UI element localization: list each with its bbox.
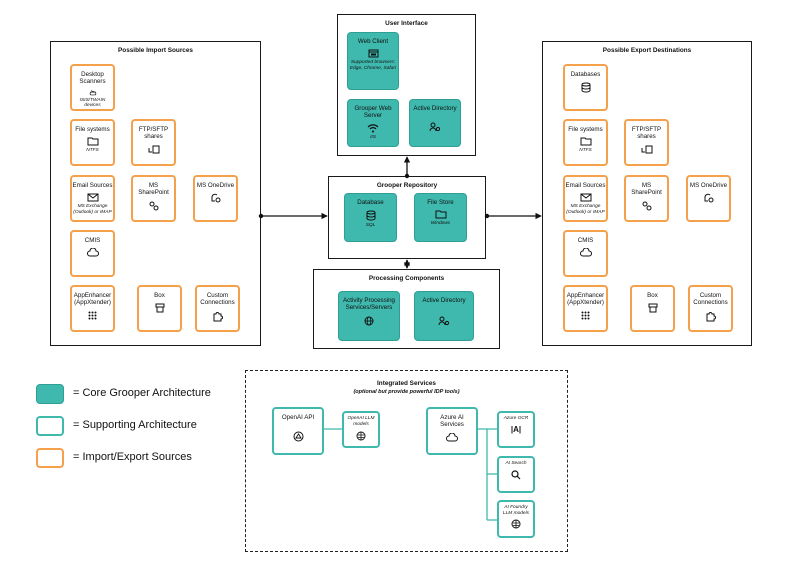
web-client-card[interactable]: Web Client Supported browsers: Edge, Chr… [347, 32, 399, 90]
sharepoint-icon [149, 201, 158, 211]
export-box[interactable]: Box [630, 285, 675, 332]
export-cmis[interactable]: CMIS [563, 230, 608, 277]
export-custom-connections[interactable]: Custom Connections [688, 285, 733, 332]
user-gear-icon [438, 316, 450, 326]
ftp-share-icon [641, 145, 652, 154]
legend-supporting-label: = Supporting Architecture [73, 419, 197, 431]
file-store-card[interactable]: File Store Windows [414, 193, 467, 242]
puzzle-icon [706, 311, 716, 322]
ai-foundry-card[interactable]: AI Foundry LLM models [497, 500, 535, 538]
search-icon [511, 470, 521, 480]
box-icon [155, 303, 164, 313]
sharepoint-icon [642, 201, 651, 211]
legend-core-swatch [36, 384, 64, 404]
import-custom-connections[interactable]: Custom Connections [195, 285, 240, 332]
ftp-share-icon [148, 145, 159, 154]
import-panel-title: Possible Import Sources [118, 47, 193, 54]
import-ms-onedrive[interactable]: MS OneDrive [193, 175, 238, 222]
export-ftp-shares[interactable]: FTP/SFTP shares [624, 119, 669, 166]
brain-icon [511, 519, 521, 528]
import-ftp-shares[interactable]: FTP/SFTP shares [131, 119, 176, 166]
integrated-title: Integrated Services [377, 380, 436, 387]
openai-llm-card[interactable]: OpenAI LLM models [342, 411, 380, 448]
processing-active-directory-card[interactable]: Active Directory [414, 291, 474, 341]
grid-icon [581, 311, 590, 320]
user-gear-icon [429, 122, 441, 132]
import-cmis[interactable]: CMIS [70, 230, 115, 277]
wifi-icon [367, 124, 379, 133]
integrated-services-panel: Integrated Services (optional but provid… [245, 370, 568, 552]
user-interface-title: User Interface [385, 20, 428, 27]
azure-ai-services-card[interactable]: Azure AI Services [426, 407, 478, 455]
ai-search-card[interactable]: AI Search [497, 456, 535, 493]
ocr-icon: |A| [510, 424, 522, 434]
database-icon [366, 210, 375, 221]
box-icon [648, 303, 657, 313]
import-box[interactable]: Box [137, 285, 182, 332]
export-appenhancer[interactable]: AppEnhancer (AppXtender) [563, 285, 608, 332]
folder-open-icon [580, 137, 591, 146]
openai-api-card[interactable]: OpenAI API [272, 407, 324, 455]
azure-ocr-card[interactable]: Azure OCR |A| [497, 411, 535, 448]
grid-icon [88, 311, 97, 320]
cloud-icon [446, 432, 458, 442]
import-appenhancer[interactable]: AppEnhancer (AppXtender) [70, 285, 115, 332]
export-file-systems[interactable]: File systems NTFS [563, 119, 608, 166]
onedrive-icon [704, 194, 714, 203]
export-ms-onedrive[interactable]: MS OneDrive [686, 175, 731, 222]
scanner-icon [89, 90, 96, 96]
database-card[interactable]: Database SQL [344, 193, 397, 242]
activity-processing-card[interactable]: Activity Processing Services/Servers [338, 291, 400, 341]
integrated-subtitle: (optional but provide powerful IDP tools… [353, 389, 460, 395]
globe-icon [364, 316, 374, 326]
onedrive-icon [211, 194, 221, 203]
browser-window-icon [368, 49, 378, 58]
cloud-icon [86, 248, 99, 257]
legend-import-export-swatch [36, 448, 64, 468]
processing-title: Processing Components [368, 275, 445, 282]
ui-active-directory-card[interactable]: Active Directory [409, 99, 461, 147]
import-file-systems[interactable]: File systems NTFS [70, 119, 115, 166]
repository-title: Grooper Repository [376, 182, 438, 189]
cloud-icon [579, 248, 592, 257]
mail-icon [580, 193, 591, 202]
export-databases[interactable]: Databases [563, 64, 608, 111]
import-ms-sharepoint[interactable]: MS SharePoint [131, 175, 176, 222]
openai-icon [293, 431, 303, 442]
legend-core-label: = Core Grooper Architecture [73, 387, 211, 399]
export-panel-title: Possible Export Destinations [602, 47, 692, 54]
import-desktop-scanners[interactable]: Desktop Scanners ISIS/TWAIN devices [70, 64, 115, 111]
mail-icon [87, 193, 98, 202]
puzzle-icon [213, 311, 223, 322]
folder-open-icon [87, 137, 98, 146]
legend-supporting-swatch [36, 416, 64, 436]
brain-icon [356, 431, 366, 440]
legend-import-export-label: = Import/Export Sources [73, 451, 192, 463]
database-icon [581, 82, 590, 93]
import-email-sources[interactable]: Email Sources MS Exchange (Outlook) or I… [70, 175, 115, 222]
folder-icon [435, 210, 446, 219]
export-ms-sharepoint[interactable]: MS SharePoint [624, 175, 669, 222]
export-email-sources[interactable]: Email Sources MS Exchange (Outlook) or I… [563, 175, 608, 222]
web-server-card[interactable]: Grooper Web Server IIS [347, 99, 399, 147]
